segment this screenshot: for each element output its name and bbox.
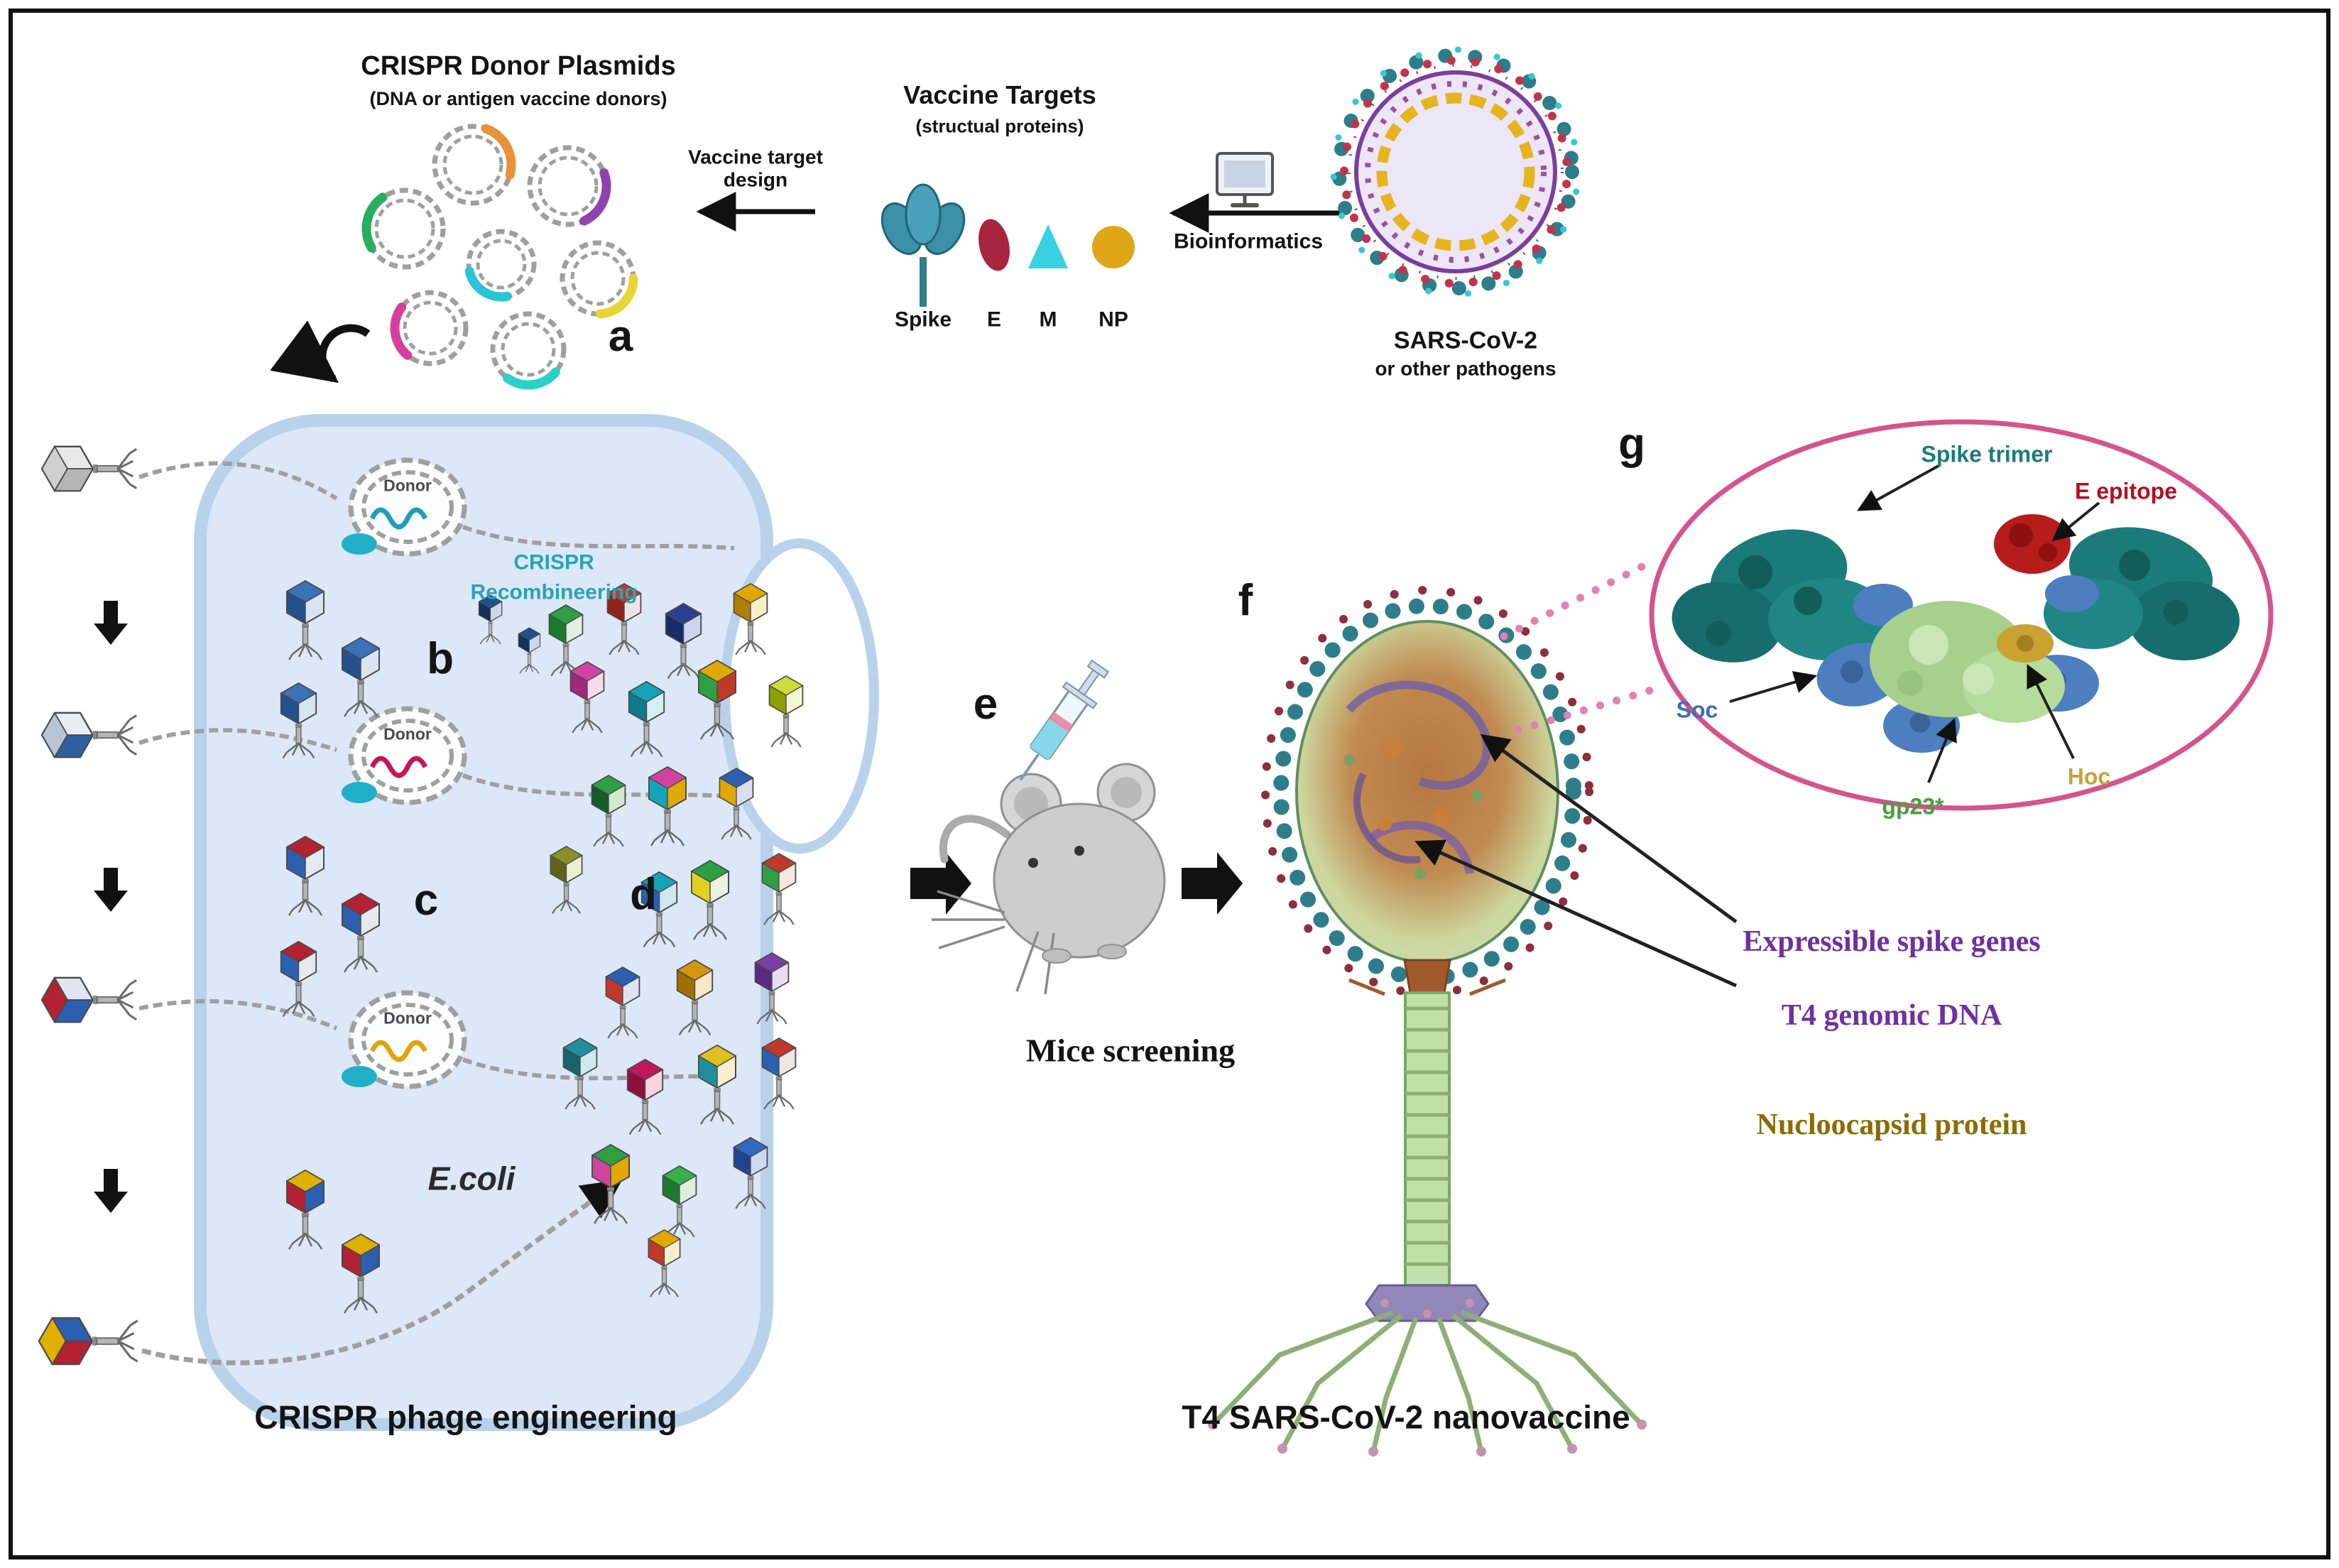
donor-plasmids-title: CRISPR Donor Plasmids <box>361 51 676 82</box>
vaccine-targets-title: Vaccine Targets <box>903 80 1096 110</box>
membrane-protein-icon <box>1028 224 1068 268</box>
e-epitope-blob <box>1994 514 2071 574</box>
panel-label-d: d <box>630 869 657 919</box>
flow-arrow-to-mouse <box>910 852 971 915</box>
t4-phage-nanovaccine <box>1208 586 1647 1457</box>
annotation-arrow-spike-genes <box>1480 734 1738 924</box>
donor-plasmid-cluster <box>361 121 638 390</box>
caption-t4-nanovaccine: T4 SARS-CoV-2 nanovaccine <box>1182 1398 1630 1436</box>
donor-plasmid-2 <box>342 706 467 805</box>
e-epitope-arrow <box>2051 501 2100 542</box>
bioinformatics-label: Bioinformatics <box>1173 229 1324 254</box>
donor-label-3: Donor <box>383 1008 432 1028</box>
spike-trimer-label: Spike trimer <box>1921 441 2053 467</box>
sars-cov-2-virion <box>1330 46 1581 298</box>
gp23-label: gp23* <box>1882 793 1944 820</box>
nucleoprotein-icon <box>1092 226 1135 268</box>
panel-label-g: g <box>1618 419 1645 469</box>
crispr-recombineering-line-1: CRISPR <box>513 550 594 575</box>
sars-subtitle: or other pathogens <box>1375 357 1556 380</box>
capsid-zoom-oval <box>1649 419 2274 811</box>
flow-arrow-to-vaccine <box>1182 852 1243 915</box>
down-arrow <box>94 1169 128 1213</box>
zoom-connector-dots <box>1500 555 1664 734</box>
donor-label-1: Donor <box>383 476 432 495</box>
envelope-protein-icon <box>978 219 1010 271</box>
hoc-label: Hoc <box>2067 763 2111 790</box>
protein-label-spike: Spike <box>894 307 952 332</box>
protein-label-np: NP <box>1098 307 1128 332</box>
expressible-spike-genes-label: Expressible spike genes <box>1743 925 2041 958</box>
caption-crispr-phage-engineering: CRISPR phage engineering <box>254 1398 677 1436</box>
e-epitope-label: E epitope <box>2074 478 2178 504</box>
panel-label-b: b <box>427 633 454 683</box>
crispr-recombineering-line-2: Recombineering <box>470 580 638 604</box>
syringe-icon <box>1019 659 1110 781</box>
gp23-arrow <box>1927 718 1957 783</box>
spike-trimer-left-blob <box>1672 529 1889 663</box>
spike-protein-icon <box>880 183 966 307</box>
hoc-blob <box>1997 624 2054 663</box>
design-arrow-label-1: Vaccine target <box>688 146 823 168</box>
spike-trimer-right-blob <box>2044 527 2240 660</box>
recycle-curved-arrow <box>270 320 371 383</box>
panel-label-c: c <box>413 875 439 925</box>
panel-label-e: e <box>973 679 998 729</box>
sars-title: SARS-CoV-2 <box>1393 327 1538 354</box>
mouse-icon <box>932 763 1166 995</box>
t4-genomic-dna-label: T4 genomic DNA <box>1781 998 2002 1032</box>
panel-label-a: a <box>608 311 633 361</box>
nucleocapsid-protein-label: Nucloocapsid protein <box>1756 1108 2027 1141</box>
design-arrow-label-2: design <box>723 168 788 191</box>
panel-label-f: f <box>1238 575 1253 625</box>
vaccine-targets-subtitle: (structual proteins) <box>915 115 1084 137</box>
donor-label-2: Donor <box>383 724 432 744</box>
donor-plasmids-subtitle: (DNA or antigen vaccine donors) <box>369 88 667 110</box>
computer-icon <box>1216 152 1274 207</box>
input-phage-column <box>38 445 139 1366</box>
mice-screening-label: Mice screening <box>1025 1032 1236 1069</box>
down-arrow <box>94 601 128 645</box>
annotation-arrow-dna <box>1414 839 1738 988</box>
soc-arrow <box>1729 670 1818 703</box>
hoc-arrow <box>2027 664 2075 759</box>
protein-label-e: E <box>986 307 1002 332</box>
soc-label: Soc <box>1676 697 1718 723</box>
protein-label-m: M <box>1039 307 1057 332</box>
spike-trimer-arrow <box>1857 464 1939 511</box>
donor-plasmid-3 <box>342 990 467 1089</box>
donor-plasmid-1 <box>342 457 467 557</box>
ecoli-label: E.coli <box>427 1160 516 1197</box>
down-arrow <box>94 868 128 912</box>
